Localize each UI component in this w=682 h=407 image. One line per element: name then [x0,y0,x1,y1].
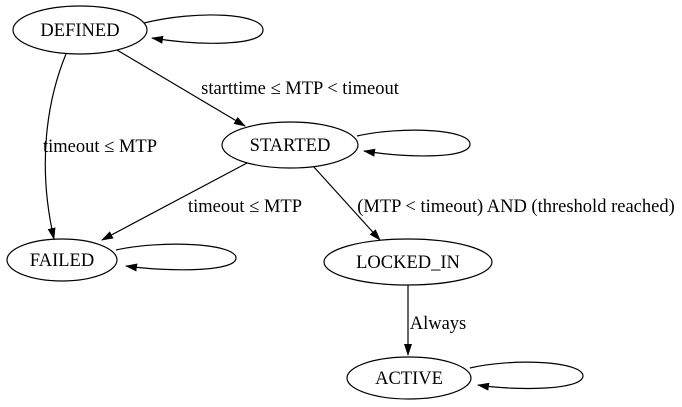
self-loop-defined [143,14,264,44]
self-loop-started [356,129,471,157]
state-node-active: ACTIVE [346,356,472,400]
transition-defined-to-failed [44,53,67,240]
edge-label-starttime-condition: starttime ≤ MTP < timeout [201,79,400,99]
transition-started-to-lockedin [312,165,381,241]
self-loop-active [469,361,584,391]
self-loop-failed [115,243,237,272]
state-node-defined: DEFINED [12,5,148,55]
state-ellipse-locked-in [323,238,493,286]
state-node-started: STARTED [221,121,359,169]
state-ellipse-started [221,121,359,169]
state-ellipse-active [346,356,472,400]
state-label-defined: DEFINED [40,21,119,41]
state-label-failed: FAILED [30,251,94,271]
state-label-started: STARTED [250,136,331,156]
state-label-active: ACTIVE [375,369,443,389]
state-node-failed: FAILED [6,238,118,282]
edge-label-timeout-defined-failed: timeout ≤ MTP [43,137,157,157]
edge-label-timeout-started-failed: timeout ≤ MTP [188,197,302,217]
state-ellipse-failed [6,238,118,282]
state-node-locked-in: LOCKED_IN [323,238,493,286]
transition-defined-to-started [116,49,246,127]
edge-label-always: Always [410,314,467,334]
state-label-locked-in: LOCKED_IN [356,253,460,273]
state-ellipse-defined [12,5,148,55]
transition-started-to-failed [101,162,248,241]
edge-label-threshold-condition: (MTP < timeout) AND (threshold reached) [357,197,675,217]
